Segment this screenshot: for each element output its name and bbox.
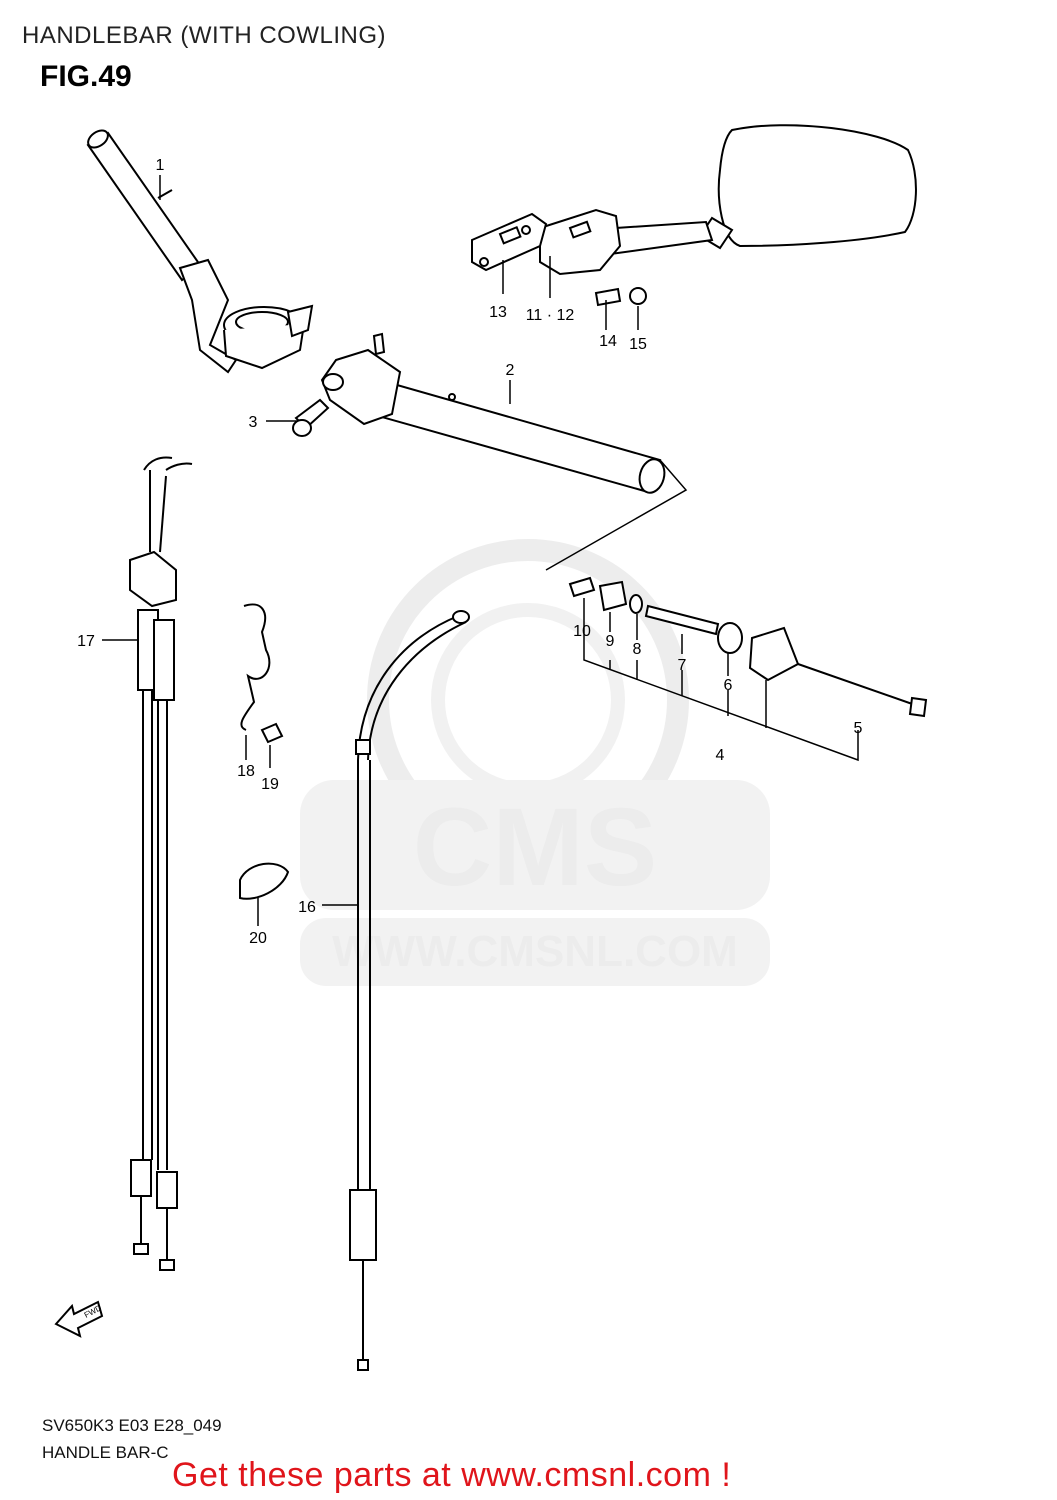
leader-lines — [102, 175, 859, 926]
callout-5: 5 — [854, 720, 863, 737]
part-mirror — [471, 124, 917, 307]
part-bolt-3 — [292, 398, 330, 437]
watermark-url: WWW.CMSNL.COM — [332, 927, 738, 976]
part-throttle-cables — [129, 456, 193, 1271]
figure-label: FIG.49 — [40, 60, 132, 93]
callout-1: 1 — [156, 157, 165, 174]
cta-link[interactable]: Get these parts at www.cmsnl.com ! — [172, 1456, 732, 1494]
callout-20: 20 — [249, 930, 267, 947]
callout-13: 13 — [489, 304, 507, 321]
section-name: HANDLE BAR-C — [42, 1443, 169, 1462]
callout-18: 18 — [237, 763, 255, 780]
callout-16: 16 — [298, 899, 316, 916]
part-clutch-cable — [349, 610, 470, 1371]
callout-6: 6 — [724, 677, 733, 694]
part-bar-end-assembly — [568, 576, 928, 718]
callout-9: 9 — [606, 633, 615, 650]
callout-3: 3 — [249, 414, 258, 431]
callout-15: 15 — [629, 336, 647, 353]
model-code: SV650K3 E03 E28_049 — [42, 1416, 222, 1435]
watermark-brand: CMS — [413, 786, 657, 909]
callout-17: 17 — [77, 633, 95, 650]
callout-2: 2 — [506, 362, 515, 379]
callout-10: 10 — [573, 623, 591, 640]
watermark: CMS WWW.CMSNL.COM — [300, 539, 770, 986]
page-title: HANDLEBAR (WITH COWLING) — [22, 22, 387, 49]
callout-8: 8 — [633, 641, 642, 658]
callout-7: 7 — [678, 657, 687, 674]
callout-19: 19 — [261, 776, 279, 793]
part-handlebar-left — [86, 129, 314, 374]
callout-11-12: 11 · 12 — [526, 307, 575, 324]
callout-14: 14 — [599, 333, 617, 350]
callout-4: 4 — [716, 747, 725, 764]
part-clamps — [239, 603, 290, 900]
fwd-arrow-icon: FWD — [54, 1300, 103, 1338]
part-handlebar-right — [320, 332, 666, 494]
